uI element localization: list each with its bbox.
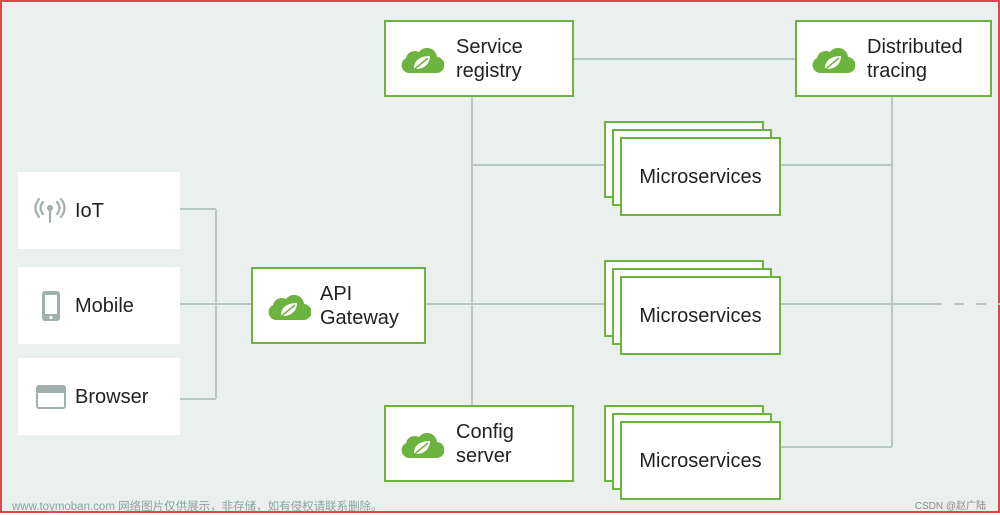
config-server-label: Config server [456,420,514,467]
credit-text: CSDN @赵广陆 [914,501,986,512]
antenna-icon [34,197,66,224]
spring-cloud-icon [267,291,312,321]
microservices-box-top: Microservices [620,137,781,216]
service-registry-label: Service registry [456,35,523,82]
spring-cloud-icon [400,429,445,459]
distributed-tracing-label: Distributed tracing [867,35,963,82]
mobile-phone-icon [40,290,62,322]
spring-cloud-icon [400,44,445,74]
microservices-label-middle: Microservices [639,304,762,327]
service-registry-box: Service registry [384,20,574,97]
microservices-label-bottom: Microservices [639,449,762,472]
microservices-box-bottom: Microservices [620,421,781,500]
api-gateway-label: API Gateway [320,282,399,329]
config-server-box: Config server [384,405,574,482]
client-iot: IoT [18,172,180,249]
distributed-tracing-box: Distributed tracing [795,20,992,97]
microservices-label-top: Microservices [639,165,762,188]
client-browser: Browser [18,358,180,435]
spring-cloud-icon [811,44,856,74]
api-gateway-box: API Gateway [251,267,426,344]
client-mobile-label: Mobile [75,294,134,317]
client-mobile: Mobile [18,267,180,344]
browser-window-icon [36,384,66,409]
client-iot-label: IoT [75,199,104,222]
client-browser-label: Browser [75,385,149,408]
watermark-text: www.toymoban.com 网络图片仅供展示，非存储，如有侵权请联系删除。 [12,501,383,513]
microservices-box-middle: Microservices [620,276,781,355]
